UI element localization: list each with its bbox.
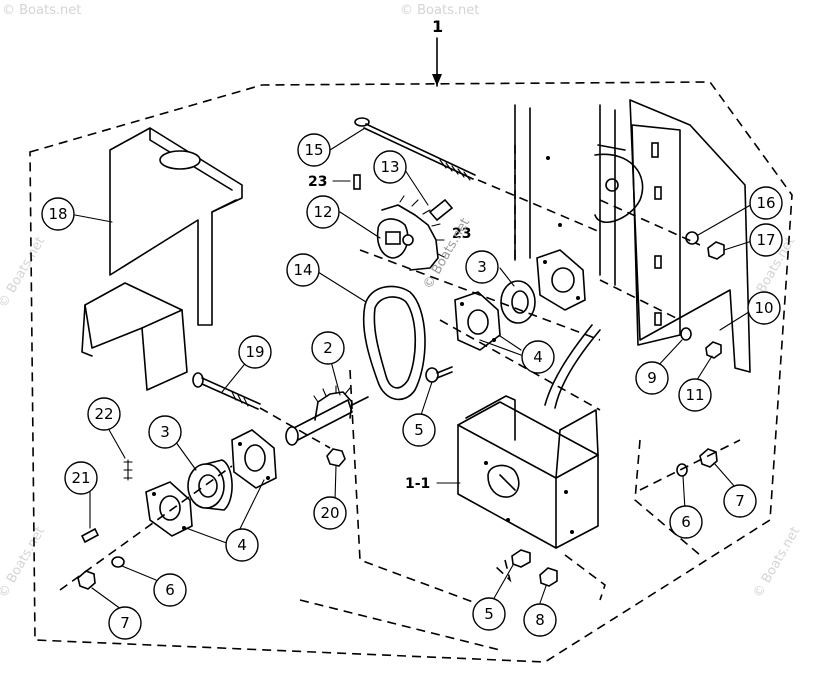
callout-6-left-number: 6 — [165, 581, 175, 599]
callout-7-left: 7 — [108, 606, 142, 640]
sprocket-part-12 — [376, 195, 445, 271]
callout-6-right-number: 6 — [681, 513, 691, 531]
callout-19-number: 19 — [245, 343, 264, 361]
small-pins-part-23: 23 23 — [308, 174, 471, 242]
callout-7-right-number: 7 — [735, 492, 745, 510]
flange-part-4-lower — [145, 429, 277, 537]
callout-22: 22 — [87, 397, 121, 431]
assembly-number: 1 — [432, 17, 443, 36]
callout-5-middle-number: 5 — [414, 421, 424, 439]
callout-12-number: 12 — [313, 203, 332, 221]
pin-part-13 — [428, 198, 454, 222]
callout-6-right: 6 — [669, 505, 703, 539]
callout-13-number: 13 — [380, 158, 399, 176]
lower-cover-shell — [81, 282, 188, 391]
callout-12: 12 — [306, 195, 340, 229]
long-bolt-part-15 — [354, 117, 601, 233]
shaft-part-2 — [285, 385, 369, 446]
callout-4-lower: 4 — [225, 528, 259, 562]
nut-part-7-left — [77, 570, 96, 590]
assembly-dash-lines — [299, 145, 701, 651]
assembly-boundary — [29, 81, 793, 663]
bolt-part-19 — [192, 372, 331, 449]
callout-14-number: 14 — [293, 261, 312, 279]
callout-20-number: 20 — [320, 504, 339, 522]
callouts: 15 13 12 14 3 4 18 19 2 3 22 21 4 20 6 7… — [41, 133, 783, 640]
callout-2: 2 — [311, 331, 345, 365]
washer-part-9 — [680, 327, 692, 341]
label-23-right: 23 — [452, 226, 471, 242]
callout-20: 20 — [313, 496, 347, 530]
callout-5-lower-number: 5 — [484, 605, 494, 623]
callout-17-number: 17 — [756, 231, 775, 249]
watermark-corner-text: © Boats.net — [0, 234, 48, 310]
assembly-arrow — [432, 74, 442, 86]
callout-2-number: 2 — [323, 339, 333, 357]
callout-3-lower: 3 — [148, 415, 182, 449]
callout-22-number: 22 — [94, 405, 113, 423]
callout-9-number: 9 — [647, 369, 657, 387]
cover-part-18 — [109, 127, 243, 326]
callout-7-left-number: 7 — [120, 614, 130, 632]
callout-10-number: 10 — [754, 299, 773, 317]
watermark-corner-text: © Boats.net — [400, 3, 479, 18]
callout-15: 15 — [297, 133, 331, 167]
watermark-corner-text: © Boats.net — [750, 524, 803, 600]
callout-7-right: 7 — [723, 484, 757, 518]
callout-3-lower-number: 3 — [160, 423, 170, 441]
callout-10: 10 — [747, 291, 781, 325]
bracket-subassembly-1-1 — [457, 324, 601, 549]
callout-3-upper-number: 3 — [477, 258, 487, 276]
callout-11-number: 11 — [685, 386, 704, 404]
pin-part-22 — [123, 459, 133, 481]
callout-11: 11 — [678, 378, 712, 412]
watermark-corner-text: © Boats.net — [2, 3, 81, 18]
callout-21: 21 — [64, 461, 98, 495]
washer-part-16 — [685, 231, 699, 245]
key-part-21 — [80, 527, 100, 544]
bearing-part-3-upper — [500, 280, 536, 324]
bolt-part-5-middle — [425, 366, 453, 383]
bolt-part-5-lower — [511, 549, 531, 568]
callout-8-number: 8 — [535, 611, 545, 629]
callout-16: 16 — [749, 186, 783, 220]
right-centerline — [639, 439, 741, 491]
label-23-top: 23 — [308, 174, 327, 190]
callout-5-lower: 5 — [472, 597, 506, 631]
callout-5-middle: 5 — [402, 413, 436, 447]
callout-13: 13 — [373, 150, 407, 184]
washer-part-6-left — [111, 556, 125, 568]
nut-part-20 — [326, 448, 346, 467]
callout-16-number: 16 — [756, 194, 775, 212]
lower-left-centerline — [59, 465, 233, 591]
callout-14: 14 — [286, 253, 320, 287]
callout-15-number: 15 — [304, 141, 323, 159]
callout-18: 18 — [41, 197, 75, 231]
callout-4-upper: 4 — [521, 340, 555, 374]
callout-8: 8 — [523, 603, 557, 637]
leader-lines — [74, 127, 756, 613]
nut-part-17 — [707, 241, 725, 260]
subassembly-label: 1-1 — [405, 476, 430, 492]
callout-9: 9 — [635, 361, 669, 395]
callout-17: 17 — [749, 223, 783, 257]
side-plate — [514, 99, 751, 373]
screw-part-8 — [539, 567, 558, 587]
callout-6-left: 6 — [153, 573, 187, 607]
chain-part-14 — [362, 285, 426, 401]
callout-4-lower-number: 4 — [237, 536, 247, 554]
callout-19: 19 — [238, 335, 272, 369]
nut-part-11 — [705, 341, 722, 359]
callout-21-number: 21 — [71, 469, 90, 487]
callout-3-upper: 3 — [465, 250, 499, 284]
washer-part-6-right — [676, 463, 688, 477]
watermark-corner-text: © Boats.net — [0, 524, 48, 600]
callout-4-upper-number: 4 — [533, 348, 543, 366]
callout-18-number: 18 — [48, 205, 67, 223]
